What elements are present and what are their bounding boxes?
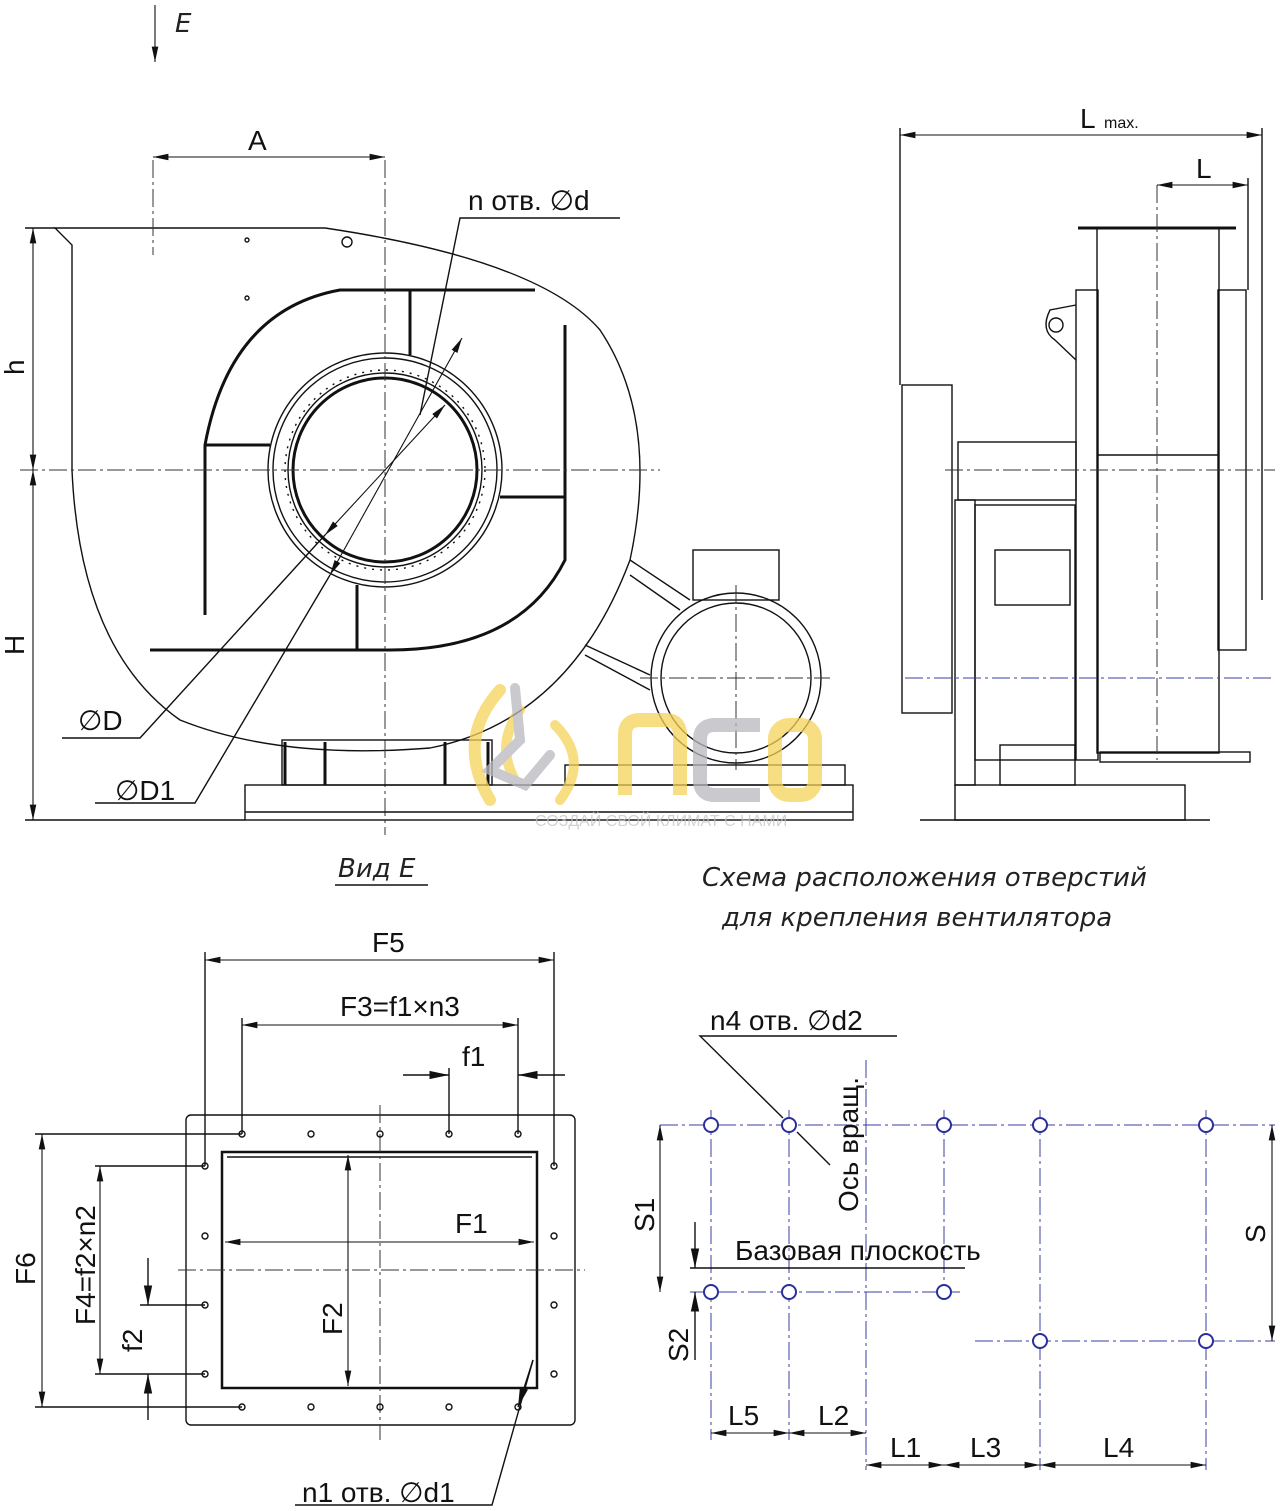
svg-text:L: L	[1080, 103, 1096, 134]
svg-text:Вид Е: Вид Е	[338, 854, 416, 884]
svg-text:max.: max.	[1104, 115, 1139, 132]
svg-text:F4=f2×n2: F4=f2×n2	[70, 1205, 101, 1325]
svg-text:F1: F1	[455, 1208, 488, 1239]
svg-text:F2: F2	[317, 1302, 348, 1335]
svg-text:H: H	[0, 635, 30, 655]
svg-text:∅D: ∅D	[78, 705, 123, 736]
svg-text:СОЗДАЙ СВОЙ КЛИМАТ С НАМИ: СОЗДАЙ СВОЙ КЛИМАТ С НАМИ	[535, 811, 787, 830]
svg-text:A: A	[248, 125, 267, 156]
mount-holes	[703, 1117, 1214, 1349]
svg-text:f1: f1	[462, 1041, 485, 1072]
svg-text:Ось вращ.: Ось вращ.	[833, 1077, 864, 1212]
svg-text:n отв. ∅d: n отв. ∅d	[468, 185, 590, 216]
svg-text:h: h	[0, 359, 30, 375]
mount-hole-scheme: Схема расположения отверстий для креплен…	[629, 863, 1276, 1470]
flange-view: Вид Е F5 F3=f1×n3 f1 F1 F2 F6 F4=f2×n2 f…	[10, 854, 585, 1508]
svg-text:L: L	[1196, 153, 1212, 184]
svg-text:F3=f1×n3: F3=f1×n3	[340, 991, 460, 1022]
svg-text:F6: F6	[10, 1252, 41, 1285]
watermark-logo: СОЗДАЙ СВОЙ КЛИМАТ С НАМИ	[468, 683, 822, 830]
svg-text:L5: L5	[728, 1400, 759, 1431]
svg-text:для крепления вентилятора: для крепления вентилятора	[721, 903, 1112, 933]
svg-text:L1: L1	[890, 1432, 921, 1463]
svg-text:n4 отв. ∅d2: n4 отв. ∅d2	[710, 1005, 863, 1036]
svg-text:S: S	[1240, 1224, 1271, 1243]
svg-text:S1: S1	[629, 1198, 660, 1232]
svg-text:S2: S2	[663, 1328, 694, 1362]
flange-holes	[201, 1130, 558, 1411]
view-arrow-e: E	[151, 5, 192, 62]
svg-text:L2: L2	[818, 1400, 849, 1431]
svg-text:f2: f2	[117, 1329, 148, 1352]
svg-text:Схема расположения отверстий: Схема расположения отверстий	[702, 863, 1147, 893]
svg-text:Базовая плоскость: Базовая плоскость	[735, 1235, 981, 1266]
svg-text:F5: F5	[372, 927, 405, 958]
svg-text:E: E	[175, 9, 192, 39]
svg-text:L4: L4	[1103, 1432, 1134, 1463]
side-view: L max. L	[899, 103, 1275, 821]
svg-text:∅D1: ∅D1	[115, 775, 175, 806]
svg-text:n1 отв. ∅d1: n1 отв. ∅d1	[302, 1477, 455, 1508]
svg-text:L3: L3	[970, 1432, 1001, 1463]
front-view: A h H n отв. ∅d ∅D ∅D1	[0, 125, 854, 835]
